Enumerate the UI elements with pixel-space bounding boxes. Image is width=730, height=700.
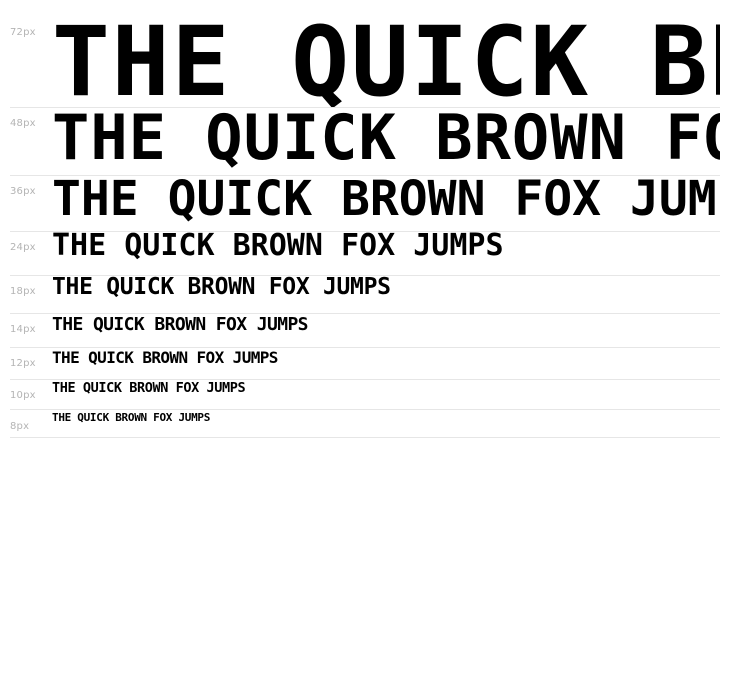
size-label: 24px bbox=[10, 242, 36, 253]
specimen-row-48: 48px THE QUICK BROWN FOX JUMPS bbox=[10, 107, 720, 176]
size-label: 72px bbox=[10, 27, 36, 38]
specimen-row-36: 36px THE QUICK BROWN FOX JUMPS bbox=[10, 175, 720, 232]
sample-text: THE QUICK BROWN FOX JUMPS bbox=[52, 14, 720, 108]
specimen-row-8: 8px THE QUICK BROWN FOX JUMPS bbox=[10, 409, 720, 438]
size-label: 14px bbox=[10, 324, 36, 335]
size-label: 18px bbox=[10, 286, 36, 297]
specimen-row-72: 72px THE QUICK BROWN FOX JUMPS bbox=[10, 14, 720, 108]
sample-text: THE QUICK BROWN FOX JUMPS bbox=[52, 107, 720, 174]
specimen-row-10: 10px THE QUICK BROWN FOX JUMPS bbox=[10, 379, 720, 410]
sample-text: THE QUICK BROWN FOX JUMPS bbox=[52, 314, 309, 335]
size-label: 48px bbox=[10, 118, 36, 129]
size-label: 36px bbox=[10, 186, 36, 197]
sample-text: THE QUICK BROWN FOX JUMPS bbox=[52, 231, 504, 263]
sample-text: THE QUICK BROWN FOX JUMPS bbox=[52, 175, 720, 227]
specimen-row-14: 14px THE QUICK BROWN FOX JUMPS bbox=[10, 313, 720, 348]
specimen-row-18: 18px THE QUICK BROWN FOX JUMPS bbox=[10, 275, 720, 314]
sample-text: THE QUICK BROWN FOX JUMPS bbox=[52, 348, 278, 367]
sample-text: THE QUICK BROWN FOX JUMPS bbox=[52, 275, 391, 300]
size-label: 10px bbox=[10, 390, 36, 401]
sample-text: THE QUICK BROWN FOX JUMPS bbox=[52, 380, 246, 396]
specimen-row-12: 12px THE QUICK BROWN FOX JUMPS bbox=[10, 347, 720, 380]
sample-text: THE QUICK BROWN FOX JUMPS bbox=[52, 411, 211, 424]
specimen-row-24: 24px THE QUICK BROWN FOX JUMPS bbox=[10, 231, 720, 276]
size-label: 8px bbox=[10, 421, 30, 432]
size-label: 12px bbox=[10, 358, 36, 369]
